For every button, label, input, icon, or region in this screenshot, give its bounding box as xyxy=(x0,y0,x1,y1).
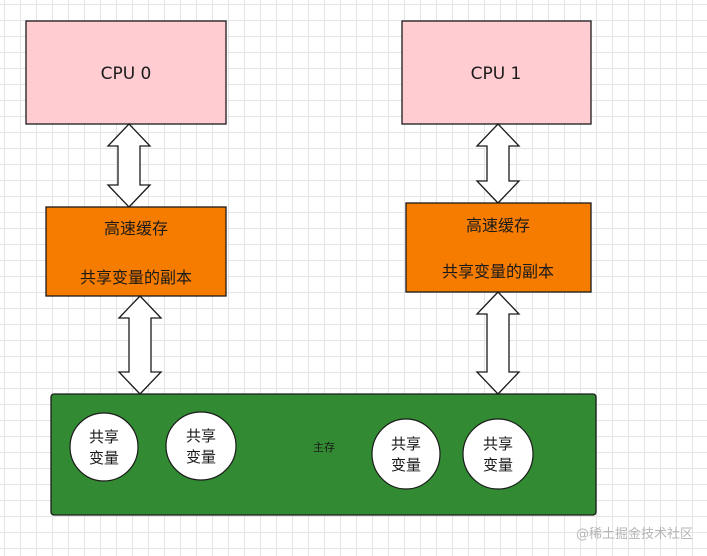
cache-1-title: 高速缓存 xyxy=(466,216,530,235)
cache-0-title: 高速缓存 xyxy=(104,219,168,238)
shared-variable-1-line1: 共享 xyxy=(89,428,119,446)
cache-0-subtitle: 共享变量的副本 xyxy=(80,268,192,287)
shared-variable-2-line2: 变量 xyxy=(186,448,216,466)
cache-1-subtitle: 共享变量的副本 xyxy=(442,262,554,281)
shared-variable-3: 共享 变量 xyxy=(371,418,441,490)
cpu-1-box xyxy=(401,20,592,125)
cpu-1-label: CPU 1 xyxy=(471,64,522,84)
shared-variable-3-line1: 共享 xyxy=(391,435,421,453)
shared-variable-3-line2: 变量 xyxy=(391,456,421,474)
shared-variable-4: 共享 变量 xyxy=(462,418,534,490)
shared-variable-4-line1: 共享 xyxy=(483,435,513,453)
cache-0-box xyxy=(45,206,227,297)
watermark: @稀土掘金技术社区 xyxy=(575,527,693,542)
cache-1-memory-arrow xyxy=(475,291,521,395)
shared-variable-2: 共享 变量 xyxy=(165,411,237,481)
cpu-1-cache-arrow xyxy=(475,123,521,204)
shared-variable-4-line2: 变量 xyxy=(483,456,513,474)
cpu-0-label: CPU 0 xyxy=(101,64,152,84)
cpu-0-box xyxy=(25,20,227,125)
cache-1-box xyxy=(405,202,592,293)
cpu-0-cache-arrow xyxy=(106,123,152,208)
shared-variable-1: 共享 变量 xyxy=(69,412,139,482)
cache-0-memory-arrow xyxy=(117,295,163,395)
main-memory-label: 主存 xyxy=(313,440,335,454)
shared-variable-1-line2: 变量 xyxy=(89,449,119,467)
shared-variable-2-line1: 共享 xyxy=(186,427,216,445)
